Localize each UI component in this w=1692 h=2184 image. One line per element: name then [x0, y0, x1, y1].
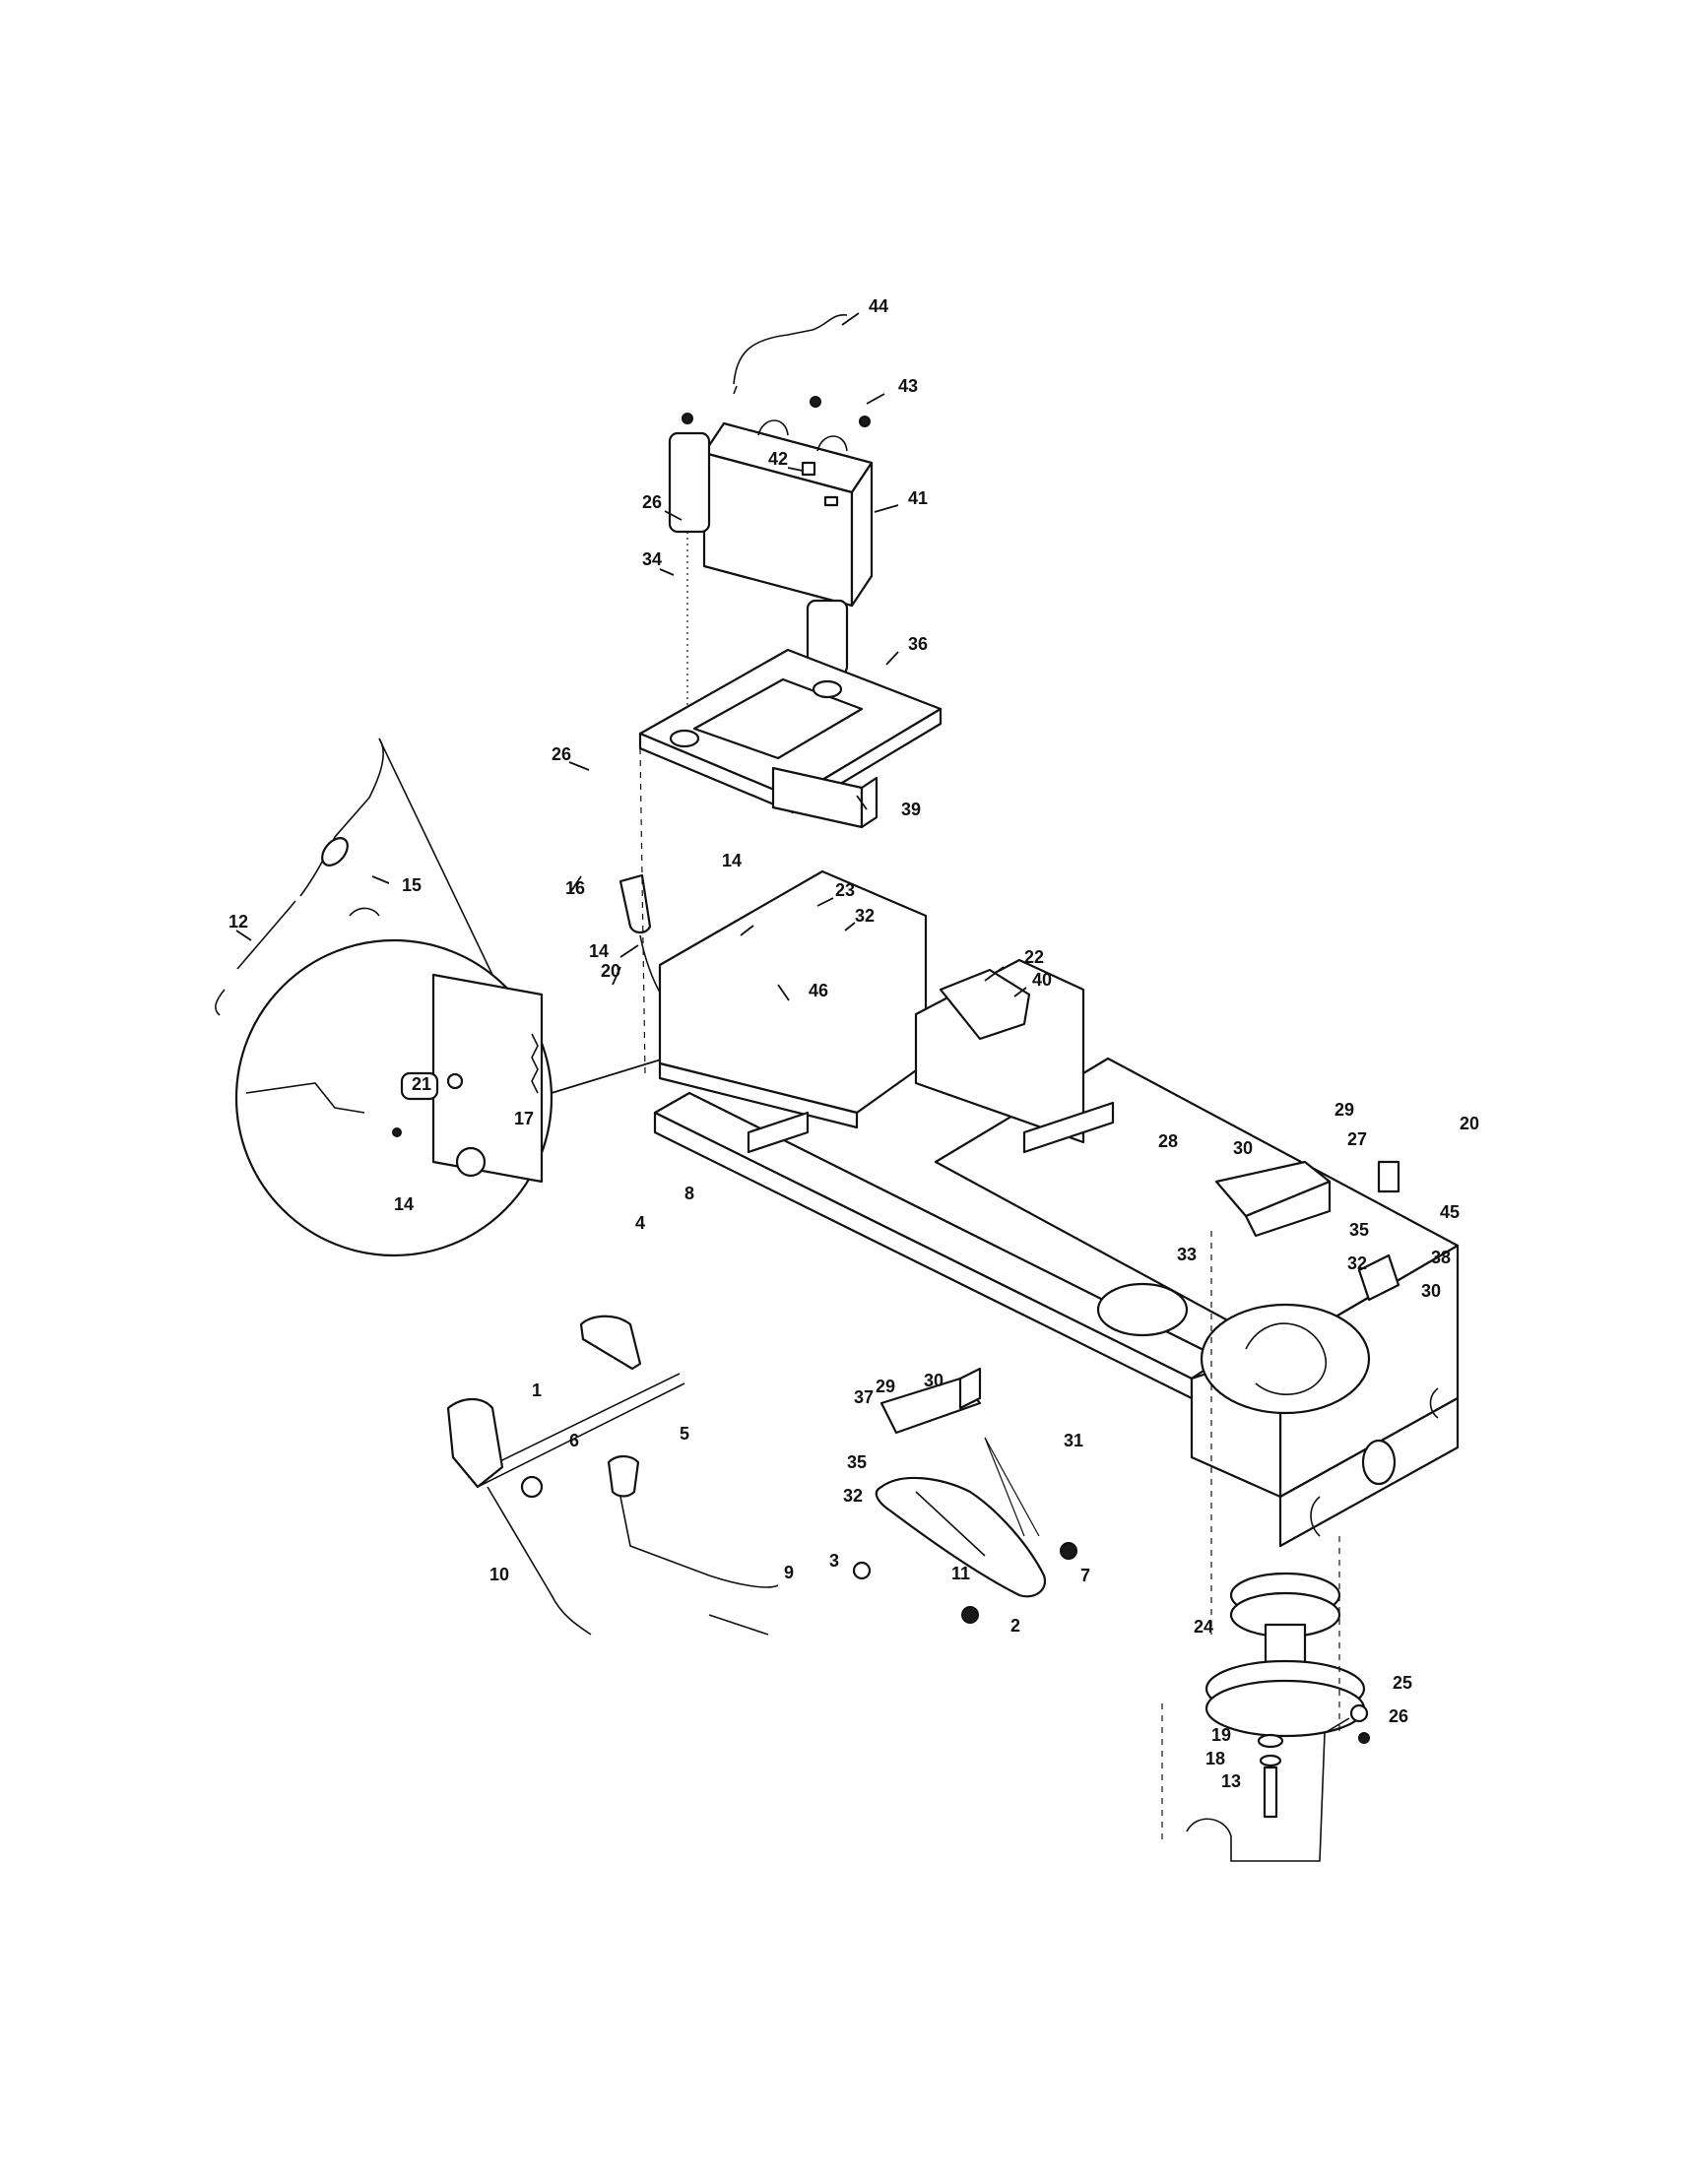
callout-5: 5: [680, 1424, 689, 1444]
callout-30: 30: [1421, 1281, 1441, 1301]
extension-spring: [215, 900, 296, 1016]
callout-26: 26: [552, 744, 571, 764]
callout-4: 4: [635, 1213, 645, 1233]
callout-18: 18: [1205, 1749, 1225, 1768]
callout-7: 7: [1080, 1566, 1090, 1585]
callout-20: 20: [601, 961, 620, 981]
callout-45: 45: [1440, 1202, 1460, 1222]
callout-10: 10: [489, 1565, 509, 1584]
pedal-assembly: [446, 1315, 779, 1636]
spring-left: [668, 413, 711, 748]
callout-27: 27: [1347, 1129, 1367, 1149]
callout-1: 1: [532, 1381, 542, 1400]
leader-lines: [235, 312, 1027, 1001]
cable-clip: [349, 907, 380, 917]
callout-32: 32: [1347, 1253, 1367, 1273]
callout-8: 8: [684, 1184, 694, 1203]
callout-34: 34: [642, 549, 662, 569]
rear-bracket-right: [1214, 1160, 1400, 1238]
callout-35: 35: [1349, 1220, 1369, 1240]
callout-22: 22: [1024, 947, 1044, 967]
callout-14: 14: [394, 1194, 414, 1214]
callout-30: 30: [924, 1371, 944, 1390]
callout-26: 26: [1389, 1706, 1408, 1726]
callout-44: 44: [869, 296, 888, 316]
callout-30: 30: [1233, 1138, 1253, 1158]
callout-6: 6: [569, 1431, 579, 1450]
callout-42: 42: [768, 449, 788, 469]
callout-41: 41: [908, 488, 928, 508]
callout-14: 14: [589, 941, 609, 961]
callout-2: 2: [1010, 1616, 1020, 1636]
detail-view: [234, 938, 730, 1257]
callout-13: 13: [1221, 1771, 1241, 1791]
callout-9: 9: [784, 1563, 794, 1582]
callout-46: 46: [809, 981, 828, 1000]
side-bracket: [1357, 1253, 1400, 1302]
main-frame: [653, 869, 1460, 1548]
callout-40: 40: [1032, 970, 1052, 990]
callout-39: 39: [901, 800, 921, 819]
callout-36: 36: [908, 634, 928, 654]
callout-15: 15: [402, 875, 422, 895]
idler-link: [852, 1476, 1077, 1624]
upper-bracket: [939, 968, 1031, 1041]
callout-23: 23: [835, 880, 855, 900]
pulley-hardware: [1257, 1733, 1284, 1819]
pulley: [1204, 1572, 1366, 1738]
callout-labels: 4443424126343626392332161514221220461440…: [228, 296, 1479, 1791]
callout-14: 14: [722, 851, 742, 870]
hold-down-rod: [733, 314, 848, 395]
callout-29: 29: [876, 1377, 895, 1396]
callout-12: 12: [228, 912, 248, 931]
callout-11: 11: [951, 1564, 970, 1583]
callout-33: 33: [1177, 1245, 1197, 1264]
callout-28: 28: [1158, 1131, 1178, 1151]
battery-tray: [638, 648, 943, 814]
tray-bracket: [771, 766, 879, 829]
battery: [702, 419, 874, 608]
callout-19: 19: [1211, 1725, 1231, 1745]
callout-25: 25: [1393, 1673, 1412, 1693]
callout-29: 29: [1334, 1100, 1354, 1120]
terminal-nuts: [801, 396, 871, 477]
callout-32: 32: [843, 1486, 863, 1506]
callout-43: 43: [898, 376, 918, 396]
mid-bracket: [879, 1367, 1040, 1537]
construction-lines: [639, 747, 1340, 1841]
callout-16: 16: [565, 878, 585, 898]
callout-37: 37: [854, 1387, 874, 1407]
callout-20: 20: [1460, 1114, 1479, 1133]
callout-31: 31: [1064, 1431, 1083, 1450]
idler-arm-rod: [1186, 1703, 1370, 1862]
callout-3: 3: [829, 1551, 839, 1571]
callout-38: 38: [1431, 1248, 1451, 1267]
callout-35: 35: [847, 1452, 867, 1472]
callout-32: 32: [855, 906, 875, 926]
callout-26: 26: [642, 492, 662, 512]
callout-17: 17: [514, 1109, 534, 1128]
callout-21: 21: [412, 1074, 431, 1094]
callout-24: 24: [1194, 1617, 1213, 1637]
clutch-cable: [299, 738, 493, 976]
